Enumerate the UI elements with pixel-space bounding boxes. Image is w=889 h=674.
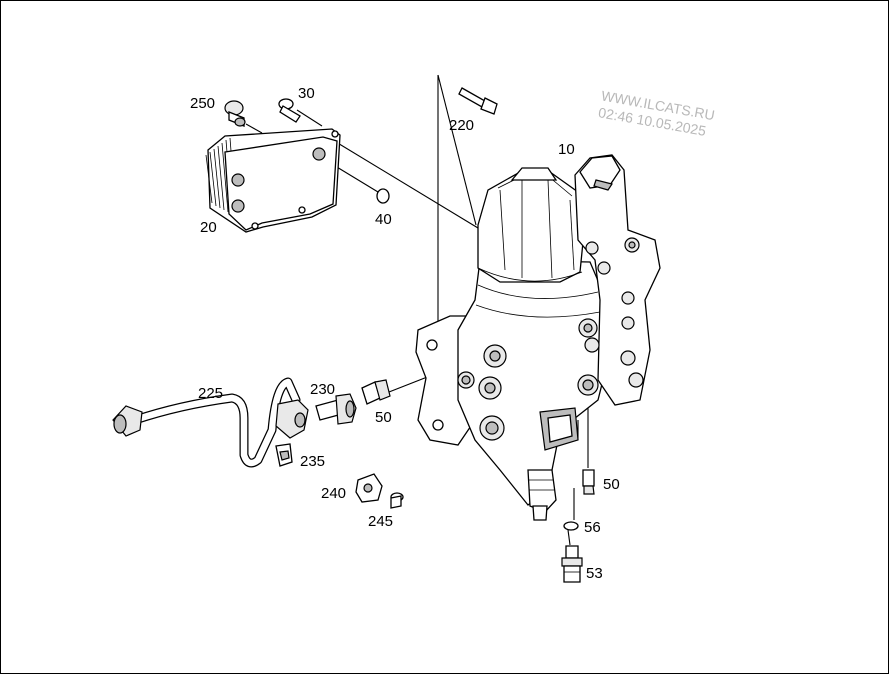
callout-50-upper: 50 bbox=[375, 409, 392, 426]
bolt-30 bbox=[278, 98, 301, 123]
callout-53: 53 bbox=[586, 565, 603, 582]
fuel-filter-module-10 bbox=[415, 154, 661, 521]
oil-cooler-20 bbox=[205, 128, 341, 233]
fuel-line-225 bbox=[112, 377, 309, 468]
callout-230: 230 bbox=[310, 381, 335, 398]
callout-56: 56 bbox=[584, 519, 601, 536]
plug-250 bbox=[224, 100, 246, 127]
callout-225: 225 bbox=[198, 385, 223, 402]
callout-220: 220 bbox=[449, 117, 474, 134]
callout-50-lower: 50 bbox=[603, 476, 620, 493]
o-ring-40 bbox=[376, 188, 390, 204]
callout-235: 235 bbox=[300, 453, 325, 470]
seal-ring-56 bbox=[563, 521, 579, 531]
callout-250: 250 bbox=[190, 95, 215, 112]
bolt-245 bbox=[390, 492, 404, 509]
callout-40: 40 bbox=[375, 211, 392, 228]
bracket-240 bbox=[355, 473, 383, 503]
connector-230 bbox=[315, 393, 357, 425]
callout-240: 240 bbox=[321, 485, 346, 502]
callout-10: 10 bbox=[558, 141, 575, 158]
clip-235 bbox=[275, 443, 293, 467]
bolt-220 bbox=[458, 87, 498, 115]
sensor-53 bbox=[561, 545, 583, 583]
callout-20: 20 bbox=[200, 219, 217, 236]
fitting-50-upper bbox=[361, 379, 391, 405]
fitting-50-lower bbox=[582, 469, 595, 495]
watermark: WWW.ILCATS.RU 02:46 10.05.2025 bbox=[597, 87, 716, 138]
callout-30: 30 bbox=[298, 85, 315, 102]
callout-245: 245 bbox=[368, 513, 393, 530]
